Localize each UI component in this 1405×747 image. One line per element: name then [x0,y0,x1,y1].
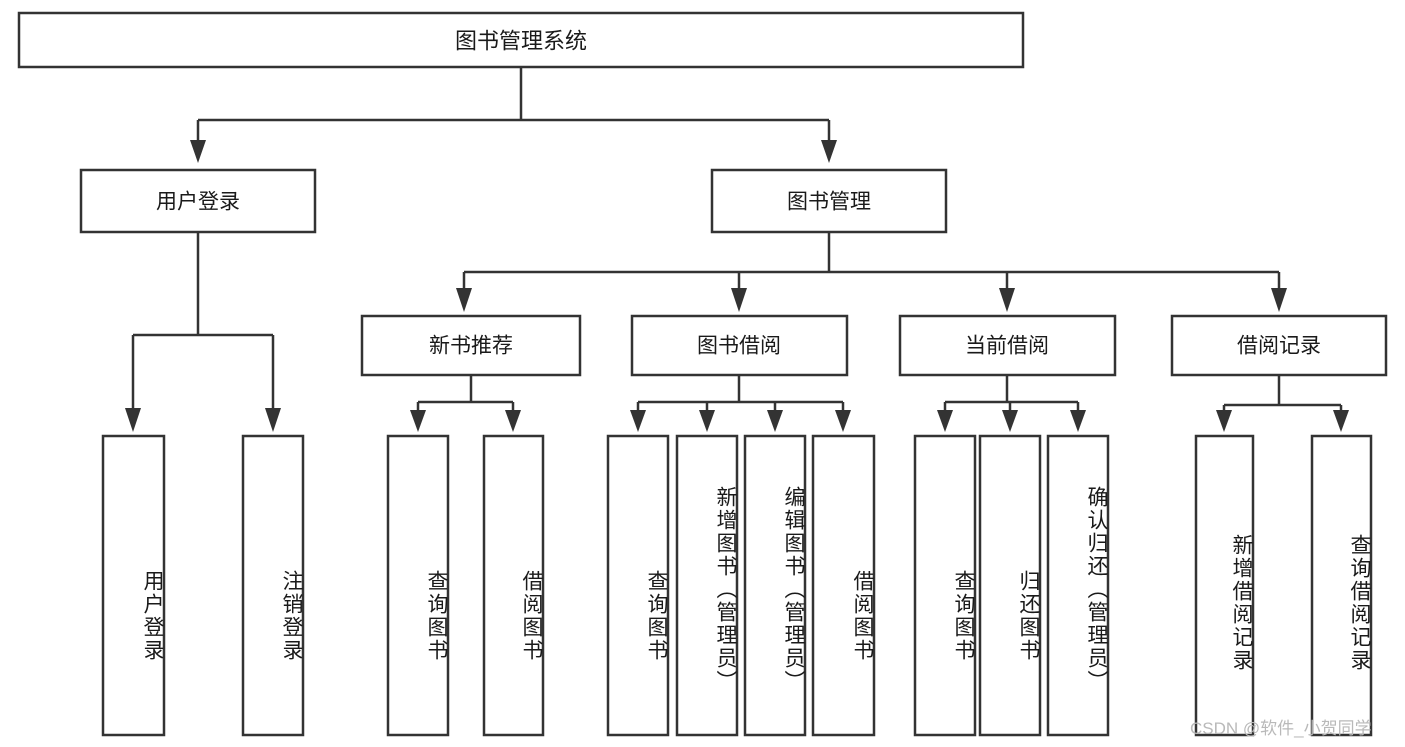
arrow-head-borrow-leaf-1 [630,410,646,432]
connector-group-bookmgmt [456,232,1287,312]
leaf-box-logout[interactable] [241,434,305,737]
arrow-head-current-leaf-3 [1070,410,1086,432]
leaf-box-query-borrow-record[interactable] [1310,434,1373,737]
arrow-head-root-to-bookmgmt [821,140,837,163]
leaf-box-add-book-admin[interactable] [675,434,739,737]
node-user-login-label: 用户登录 [156,191,240,214]
leaf-boxes [101,434,1373,737]
arrow-head-root-to-login [190,140,206,163]
node-current-borrow-box[interactable] [898,314,1117,377]
node-book-management[interactable]: 图书管理 [710,168,948,234]
node-user-login-box[interactable] [79,168,317,234]
leaf-box-confirm-return-admin[interactable] [1046,434,1110,737]
leaf-box-query-book-borrow[interactable] [606,434,670,737]
watermark-text: CSDN @软件_小贺同学 [1190,719,1372,738]
node-book-borrow-label: 图书借阅 [697,335,781,358]
node-new-book-recommend-box[interactable] [360,314,582,377]
leaf-box-borrow-book-newbook[interactable] [482,434,545,737]
node-borrow-record-label: 借阅记录 [1237,335,1321,358]
leaf-box-user-login[interactable] [101,434,166,737]
node-new-book-recommend-label: 新书推荐 [429,335,513,358]
node-root-box[interactable] [17,11,1025,69]
node-borrow-record-box[interactable] [1170,314,1388,377]
arrow-head-current-leaf-1 [937,410,953,432]
node-book-borrow[interactable]: 图书借阅 [630,314,849,377]
node-root-label: 图书管理系统 [455,29,587,54]
node-book-management-label: 图书管理 [787,191,871,214]
node-current-borrow[interactable]: 当前借阅 [898,314,1117,377]
node-user-login[interactable]: 用户登录 [79,168,317,234]
connector-group-root [190,67,837,163]
arrow-head-borrow-leaf-4 [835,410,851,432]
connector-group-record [1216,375,1349,432]
arrow-head-newbook-leaf-2 [505,410,521,432]
leaf-box-query-book-current[interactable] [913,434,977,737]
node-current-borrow-label: 当前借阅 [965,335,1049,358]
leaf-box-borrow-book[interactable] [811,434,876,737]
connector-group-current [937,375,1086,432]
connector-group-borrow [630,375,851,432]
connector-group-newbook [410,375,521,432]
arrow-head-bookmgmt-child-3 [999,288,1015,312]
node-book-management-box[interactable] [710,168,948,234]
arrow-head-bookmgmt-child-4 [1271,288,1287,312]
node-root[interactable]: 图书管理系统 [17,11,1025,69]
arrow-head-record-leaf-2 [1333,410,1349,432]
arrow-head-login-leaf-1 [125,408,141,432]
connector-group-login [125,232,281,432]
arrow-head-borrow-leaf-3 [767,410,783,432]
arrow-head-newbook-leaf-1 [410,410,426,432]
node-book-borrow-box[interactable] [630,314,849,377]
arrow-head-bookmgmt-child-1 [456,288,472,312]
arrow-head-record-leaf-1 [1216,410,1232,432]
arrow-head-login-leaf-2 [265,408,281,432]
leaf-box-query-book-newbook[interactable] [386,434,450,737]
leaf-box-add-borrow-record[interactable] [1194,434,1255,737]
leaf-box-return-book[interactable] [978,434,1042,737]
node-new-book-recommend[interactable]: 新书推荐 [360,314,582,377]
node-borrow-record[interactable]: 借阅记录 [1170,314,1388,377]
arrow-head-current-leaf-2 [1002,410,1018,432]
arrow-head-bookmgmt-child-2 [731,288,747,312]
arrow-head-borrow-leaf-2 [699,410,715,432]
leaf-box-edit-book-admin[interactable] [743,434,807,737]
